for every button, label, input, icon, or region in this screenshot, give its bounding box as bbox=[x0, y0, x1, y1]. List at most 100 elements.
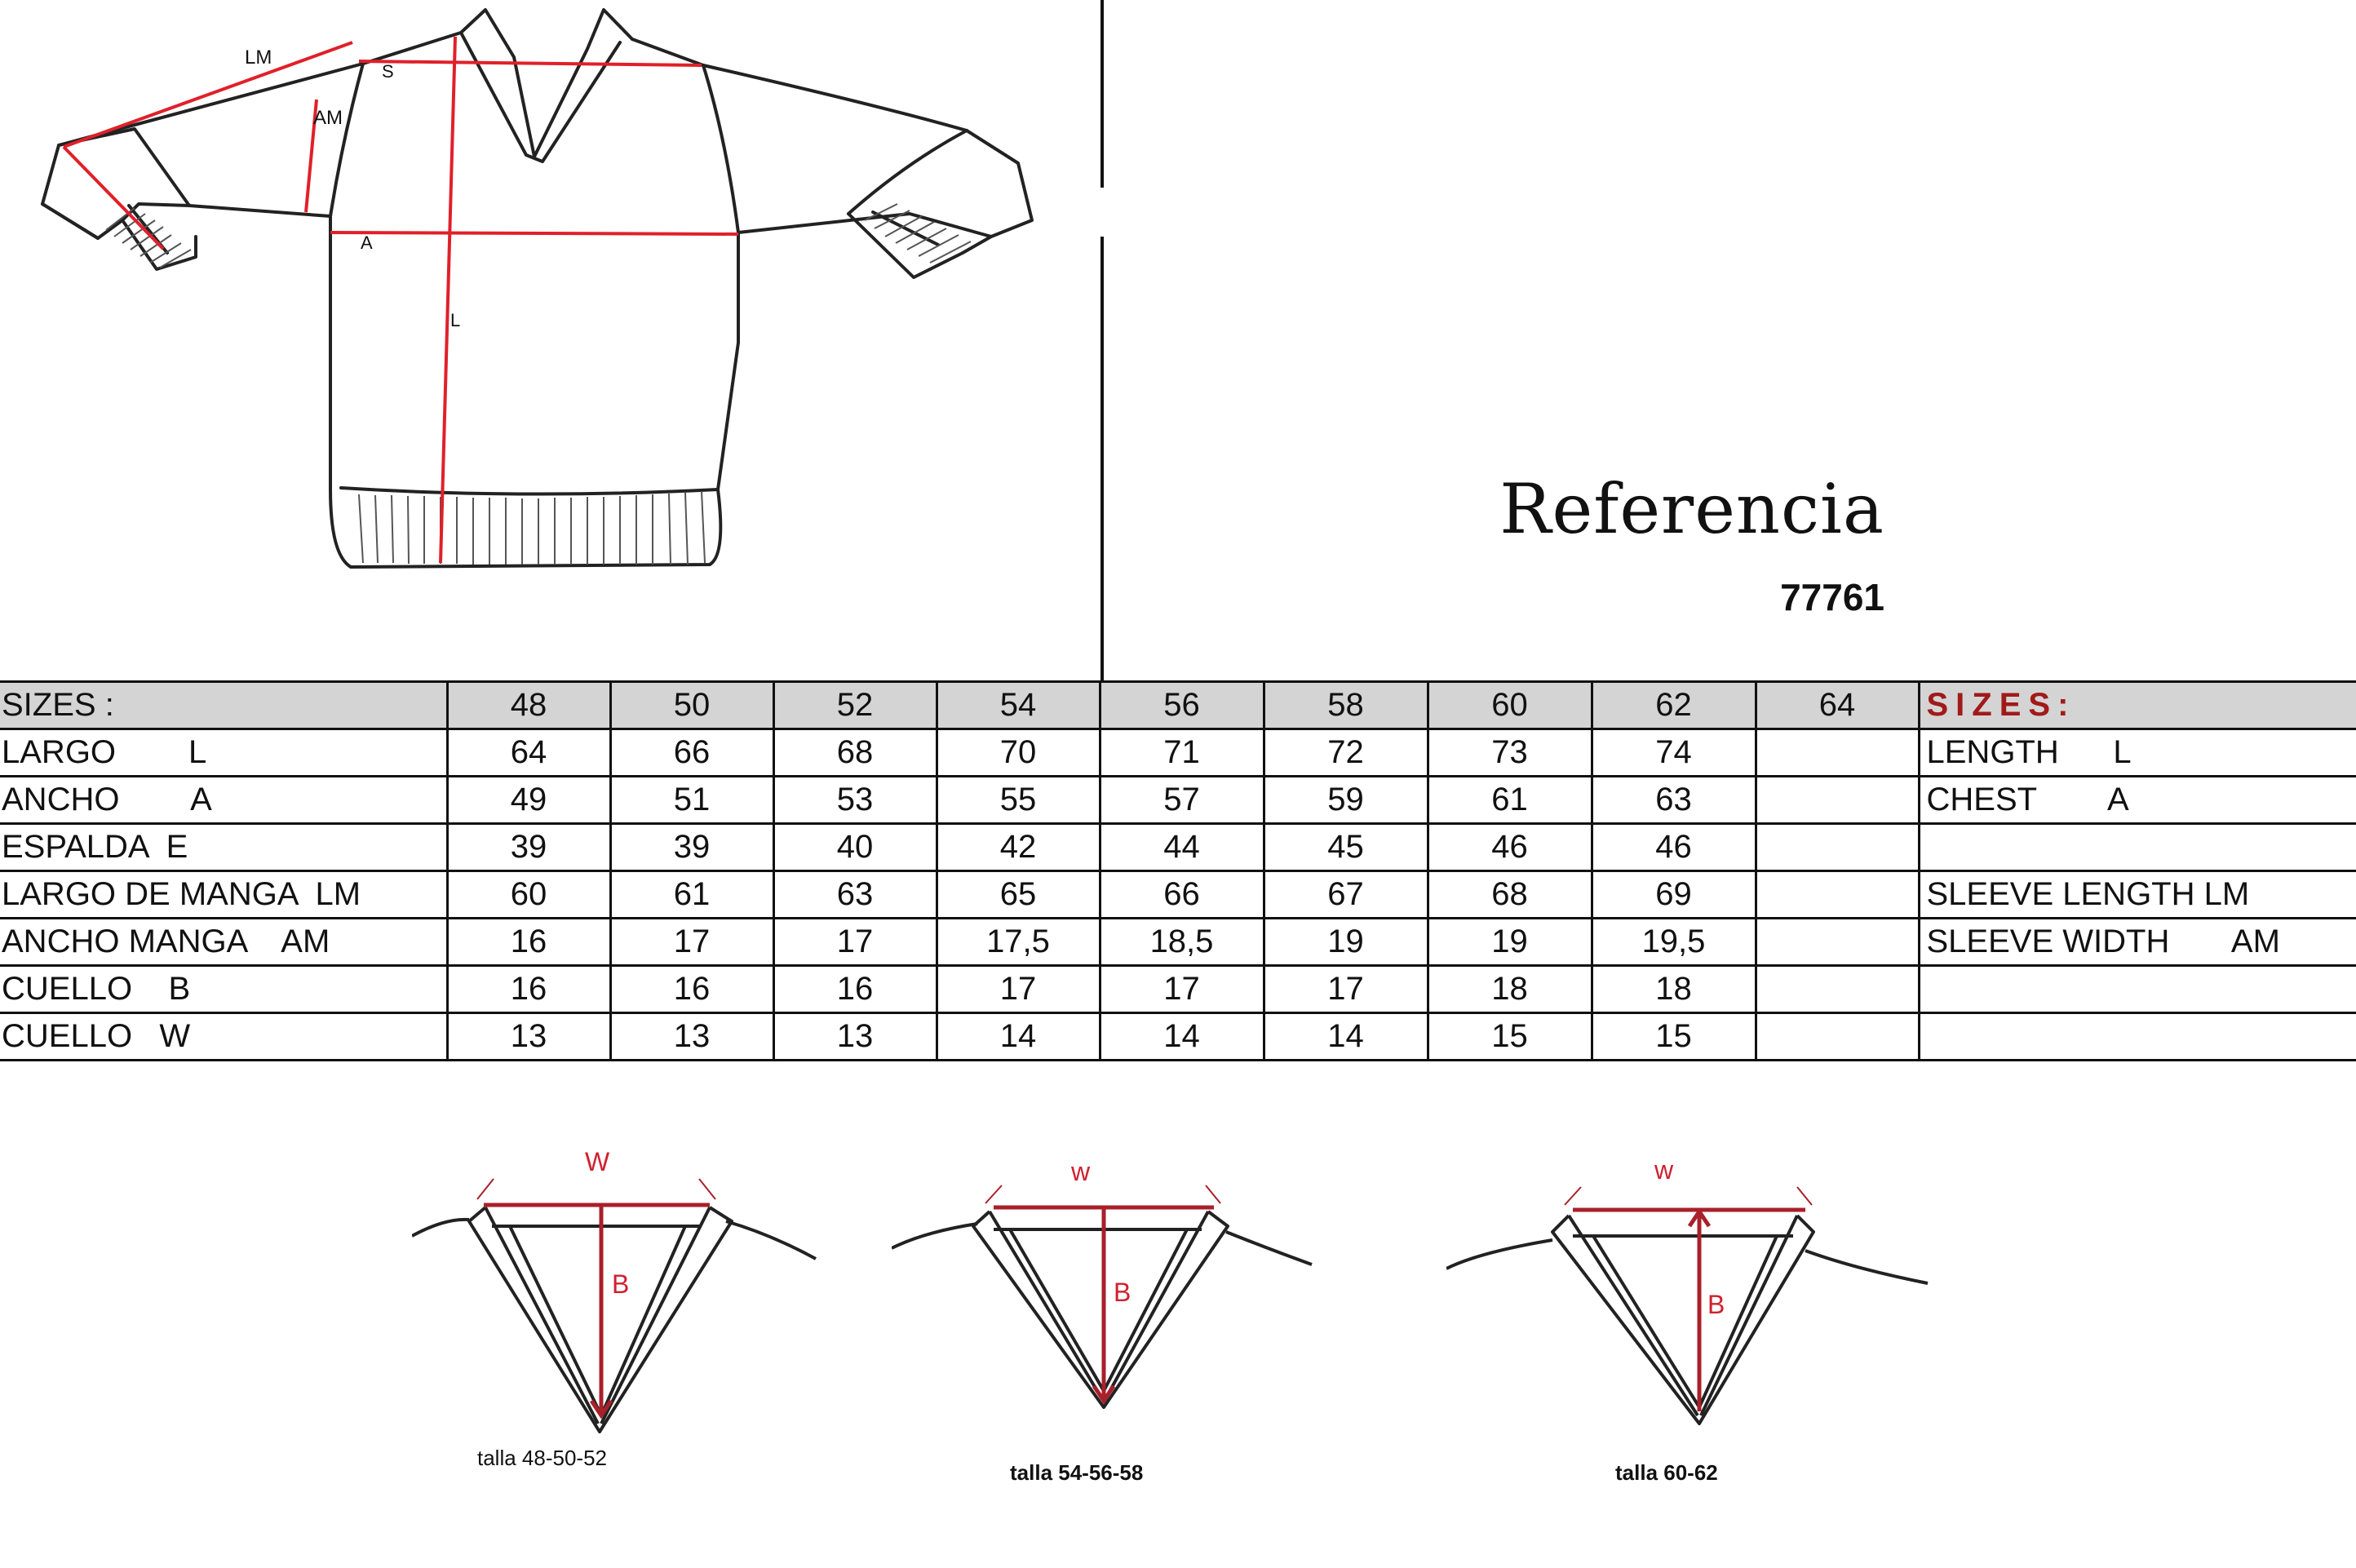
row-en-cell bbox=[1917, 964, 2356, 1014]
measure-cell: 67 bbox=[1262, 870, 1429, 919]
measure-cell: 18,5 bbox=[1098, 917, 1265, 967]
measure-cell: 73 bbox=[1426, 728, 1593, 777]
measure-cell: 68 bbox=[1426, 870, 1593, 919]
row-en-cell bbox=[1917, 1012, 2356, 1061]
measure-cell: 14 bbox=[935, 1012, 1101, 1061]
size-header-cell: 48 bbox=[445, 680, 612, 730]
measure-cell: 55 bbox=[935, 775, 1101, 825]
measure-cell bbox=[1754, 917, 1920, 967]
measure-cell: 44 bbox=[1098, 822, 1265, 872]
measure-cell: 13 bbox=[445, 1012, 612, 1061]
neck-w-label: w bbox=[1654, 1155, 1674, 1185]
measure-cell: 57 bbox=[1098, 775, 1265, 825]
measure-cell: 66 bbox=[609, 728, 775, 777]
measure-cell: 61 bbox=[1426, 775, 1593, 825]
reference-title: Referencia bbox=[1499, 469, 1884, 549]
measure-cell: 14 bbox=[1098, 1012, 1265, 1061]
measure-cell: 71 bbox=[1098, 728, 1265, 777]
measure-cell: 39 bbox=[609, 822, 775, 872]
measure-cell: 40 bbox=[772, 822, 938, 872]
row-label-cell: LARGO DE MANGA LM bbox=[0, 870, 449, 919]
size-header-cell: 62 bbox=[1590, 680, 1757, 730]
sweater-diagram: LM S AM A L bbox=[41, 8, 1034, 569]
label-am: AM bbox=[313, 107, 343, 129]
measure-cell: 64 bbox=[445, 728, 612, 777]
measure-cell: 69 bbox=[1590, 870, 1757, 919]
measure-cell: 63 bbox=[772, 870, 938, 919]
measure-cell: 16 bbox=[445, 917, 612, 967]
measure-cell: 63 bbox=[1590, 775, 1757, 825]
label-s: S bbox=[382, 61, 394, 82]
row-en-cell: SLEEVE LENGTH LM bbox=[1917, 870, 2356, 919]
measure-cell: 60 bbox=[445, 870, 612, 919]
measure-cell: 17 bbox=[772, 917, 938, 967]
measure-cell: 61 bbox=[609, 870, 775, 919]
neck-w-label: W bbox=[585, 1147, 610, 1176]
measure-cell: 17 bbox=[935, 964, 1101, 1014]
measure-cell: 16 bbox=[609, 964, 775, 1014]
measure-cell: 15 bbox=[1426, 1012, 1593, 1061]
measure-cell: 66 bbox=[1098, 870, 1265, 919]
measure-cell: 46 bbox=[1426, 822, 1593, 872]
measure-cell: 19,5 bbox=[1590, 917, 1757, 967]
size-header-cell: 54 bbox=[935, 680, 1101, 730]
measure-cell bbox=[1754, 775, 1920, 825]
measure-cell: 49 bbox=[445, 775, 612, 825]
measure-cell bbox=[1754, 870, 1920, 919]
measure-cell: 65 bbox=[935, 870, 1101, 919]
label-l: L bbox=[450, 310, 460, 330]
size-header-cell: 58 bbox=[1262, 680, 1429, 730]
measure-cell: 68 bbox=[772, 728, 938, 777]
measure-cell: 19 bbox=[1262, 917, 1429, 967]
measure-cell: 70 bbox=[935, 728, 1101, 777]
neck-caption-3: talla 60-62 bbox=[1615, 1460, 1718, 1485]
measure-cell: 72 bbox=[1262, 728, 1429, 777]
neck-caption-1: talla 48-50-52 bbox=[477, 1446, 607, 1470]
measure-cell: 17 bbox=[1262, 964, 1429, 1014]
measure-cell: 15 bbox=[1590, 1012, 1757, 1061]
row-label-cell: ANCHO A bbox=[0, 775, 449, 825]
measure-cell: 17 bbox=[609, 917, 775, 967]
neck-b-label: B bbox=[1707, 1290, 1725, 1319]
measure-cell: 53 bbox=[772, 775, 938, 825]
label-lm: LM bbox=[245, 47, 272, 69]
neck-b-label: B bbox=[1114, 1278, 1131, 1307]
measure-cell bbox=[1754, 964, 1920, 1014]
measure-cell: 45 bbox=[1262, 822, 1429, 872]
row-label-cell: ESPALDA E bbox=[0, 822, 449, 872]
measure-cell: 74 bbox=[1590, 728, 1757, 777]
size-header-cell: 60 bbox=[1426, 680, 1593, 730]
measure-cell bbox=[1754, 728, 1920, 777]
measure-cell: 18 bbox=[1426, 964, 1593, 1014]
size-header-cell: 50 bbox=[609, 680, 775, 730]
row-label-cell: CUELLO B bbox=[0, 964, 449, 1014]
label-a: A bbox=[361, 233, 373, 253]
divider-top bbox=[1100, 0, 1104, 188]
neck-w-label: w bbox=[1070, 1157, 1091, 1186]
neck-caption-2: talla 54-56-58 bbox=[1010, 1460, 1144, 1485]
measure-cell: 39 bbox=[445, 822, 612, 872]
measure-cell: 42 bbox=[935, 822, 1101, 872]
measure-cell: 46 bbox=[1590, 822, 1757, 872]
neck-b-label: B bbox=[612, 1269, 629, 1299]
measure-cell bbox=[1754, 822, 1920, 872]
row-en-cell: LENGTH L bbox=[1917, 728, 2356, 777]
measure-cell: 13 bbox=[609, 1012, 775, 1061]
size-header-cell: 64 bbox=[1754, 680, 1920, 730]
header-en-cell: SIZES: bbox=[1917, 680, 2356, 730]
measure-cell: 51 bbox=[609, 775, 775, 825]
row-label-cell: LARGO L bbox=[0, 728, 449, 777]
reference-number: 77761 bbox=[1780, 576, 1884, 618]
measure-cell: 13 bbox=[772, 1012, 938, 1061]
measure-cell: 17,5 bbox=[935, 917, 1101, 967]
measure-cell: 17 bbox=[1098, 964, 1265, 1014]
row-en-cell: CHEST A bbox=[1917, 775, 2356, 825]
row-en-cell bbox=[1917, 822, 2356, 872]
